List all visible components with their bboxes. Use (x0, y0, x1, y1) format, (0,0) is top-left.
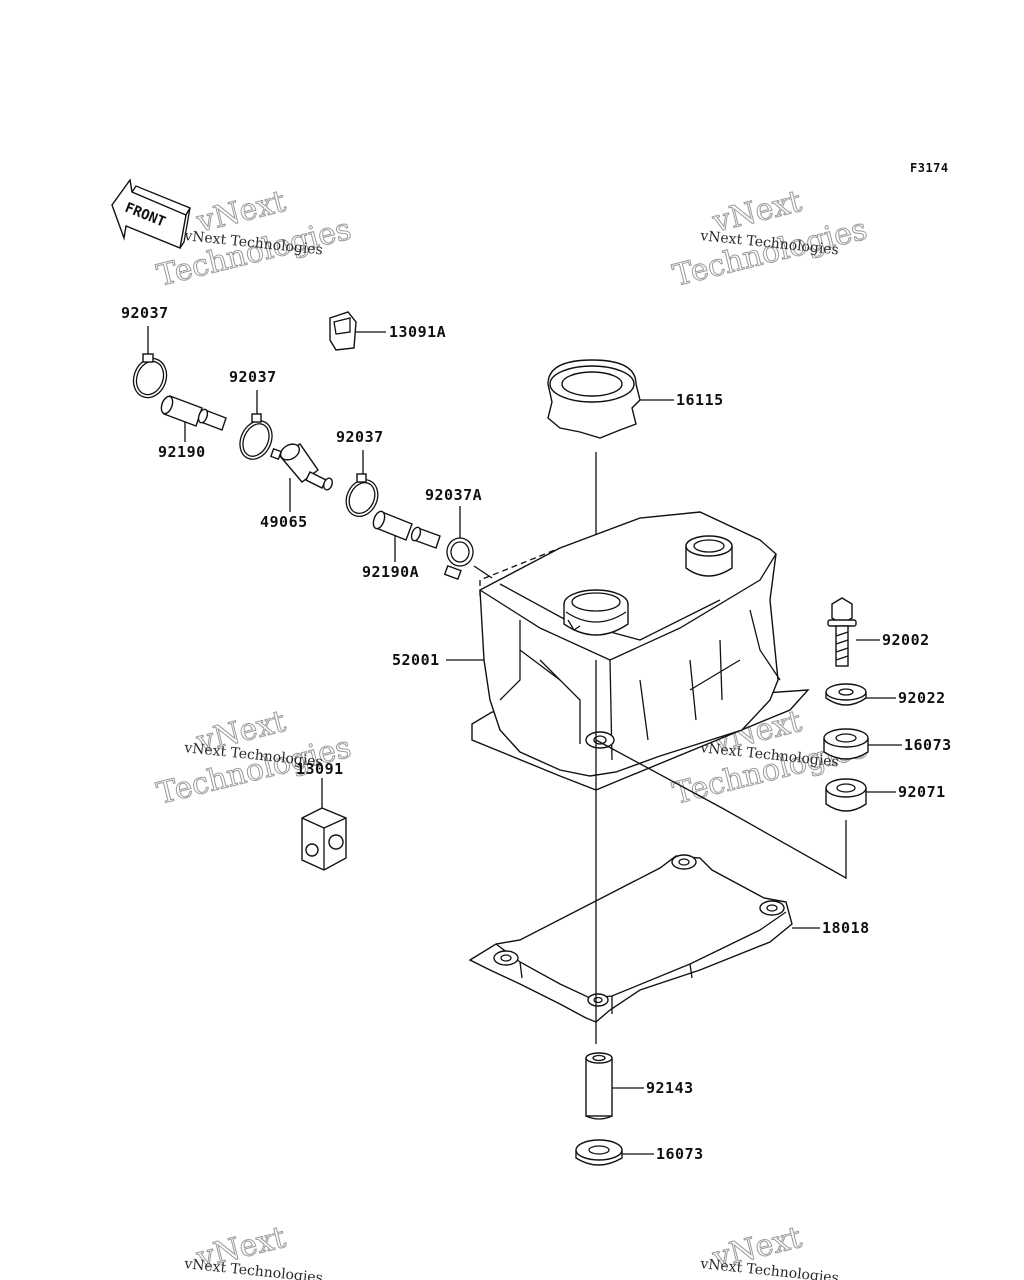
label-16073-1: 16073 (904, 736, 952, 754)
rubber-mount-13091a (329, 311, 386, 351)
label-92190a: 92190A (362, 563, 419, 581)
watermark-mid-left: vNext Technologies vNext Technologies (153, 704, 355, 813)
watermark-bottom-right: vNext vNext Technologies (699, 1220, 840, 1280)
label-92143: 92143 (646, 1079, 694, 1097)
label-92037-3: 92037 (336, 428, 384, 446)
fuel-filter-49065 (269, 443, 333, 512)
grommet-16073-upper (823, 728, 902, 760)
watermark-top-right: vNext Technologies vNext Technologies (669, 184, 871, 295)
label-92190: 92190 (158, 443, 206, 461)
label-16115: 16115 (676, 391, 724, 409)
fuel-hose-92190a (372, 510, 441, 562)
label-16073-2: 16073 (656, 1145, 704, 1163)
label-92037-2: 92037 (229, 368, 277, 386)
bracket-18018 (468, 854, 820, 1023)
label-18018: 18018 (822, 919, 870, 937)
label-92037-1: 92037 (121, 304, 169, 322)
bolt-92002 (827, 597, 880, 667)
collar-92143 (585, 1052, 644, 1120)
label-92002: 92002 (882, 631, 930, 649)
label-92022: 92022 (898, 689, 946, 707)
front-arrow-icon: FRONT (111, 178, 191, 249)
fuel-cap-16115 (547, 359, 674, 584)
rubber-mount-13091 (301, 778, 347, 871)
watermark-top-left: vNext Technologies vNext Technologies (153, 184, 355, 295)
grommet-16073-lower (575, 1139, 654, 1166)
label-52001: 52001 (392, 651, 440, 669)
fuel-hose-92190 (160, 395, 227, 442)
label-13091: 13091 (296, 760, 344, 778)
hose-clamp-92037a (443, 506, 493, 580)
label-13091a: 13091A (389, 323, 446, 341)
hose-clamp-92037-2 (239, 390, 273, 460)
label-92071: 92071 (898, 783, 946, 801)
label-49065: 49065 (260, 513, 308, 531)
washer-92022 (825, 683, 896, 706)
fuel-tank-52001 (446, 511, 810, 791)
watermark-bottom-left: vNext vNext Technologies (183, 1220, 324, 1280)
figure-id: F3174 (910, 161, 949, 175)
hose-clamp-92037-1 (132, 326, 168, 399)
label-92037a: 92037A (425, 486, 482, 504)
grommet-92071 (595, 739, 896, 880)
hose-clamp-92037-3 (345, 450, 379, 517)
